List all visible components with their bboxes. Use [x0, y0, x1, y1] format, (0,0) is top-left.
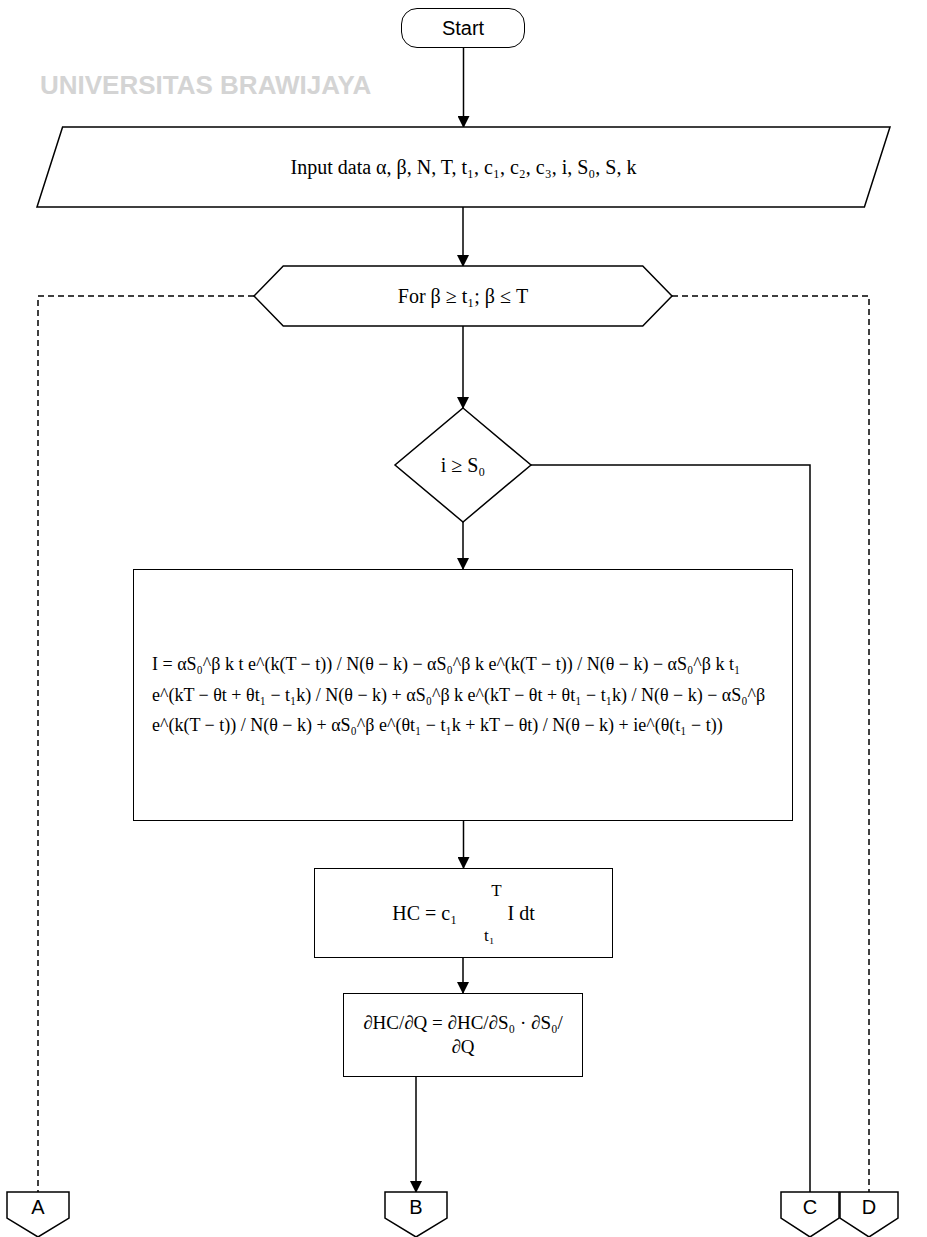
node-content: I = αS₀^β k t e^(k(T − t)) / N(θ − k) − … — [152, 649, 774, 741]
node-content: For β ≥ t₁; β ≤ T — [294, 284, 632, 309]
flow-arrow — [462, 207, 464, 266]
node-text: i ≥ S₀ — [423, 453, 503, 478]
start-terminal: Start — [401, 8, 525, 48]
node-text: Input data α, β, N, T, t₁, c₁, c₂, c₃, i… — [87, 155, 840, 180]
node-content: A — [7, 1195, 69, 1220]
process-box: HC = c₁ Tt₁ I dt — [314, 868, 613, 958]
offpage-connector: D — [840, 1192, 898, 1237]
input-parallelogram-shape — [37, 127, 890, 207]
process-box: ∂HC/∂Q = ∂HC/∂S₀ · ∂S₀/∂Q — [343, 993, 583, 1077]
node-content: ∂HC/∂Q = ∂HC/∂S₀ · ∂S₀/∂Q — [356, 1011, 570, 1059]
node-content: HC = c₁ Tt₁ I dt — [329, 880, 598, 946]
node-content: Start — [412, 16, 514, 41]
node-content: B — [385, 1195, 447, 1220]
connector-letter: D — [840, 1195, 898, 1220]
node-content: D — [840, 1195, 898, 1220]
formula-text: I dt — [508, 901, 535, 926]
offpage-connector: B — [385, 1192, 447, 1237]
flow-arrow — [463, 48, 465, 127]
input-parallelogram: Input data α, β, N, T, t₁, c₁, c₂, c₃, i… — [37, 127, 890, 207]
integral-upper-limit: T — [491, 880, 501, 901]
node-text: Start — [412, 16, 514, 41]
node-text: ∂HC/∂Q = ∂HC/∂S₀ · ∂S₀/∂Q — [356, 1011, 570, 1059]
connector-letter: B — [385, 1195, 447, 1220]
node-text: For β ≥ t₁; β ≤ T — [294, 284, 632, 309]
offpage-connector-shape — [385, 1192, 447, 1237]
offpage-connector-shape — [781, 1192, 839, 1237]
process-box: I = αS₀^β k t e^(k(T − t)) / N(θ − k) − … — [133, 569, 793, 821]
node-content: C — [781, 1195, 839, 1220]
node-content: i ≥ S₀ — [423, 453, 503, 478]
flow-arrow — [462, 326, 464, 408]
integral-lower-limit: t₁ — [477, 925, 501, 946]
offpage-connector: A — [7, 1192, 69, 1237]
flow-arrow — [415, 1077, 417, 1192]
decision-diamond-shape — [395, 408, 531, 522]
offpage-connector-shape — [840, 1192, 898, 1237]
flow-arrow — [462, 522, 464, 569]
flow-arrow — [462, 958, 464, 993]
flow-arrow — [463, 821, 465, 868]
offpage-connector: C — [781, 1192, 839, 1237]
loop-hexagon: For β ≥ t₁; β ≤ T — [254, 266, 672, 326]
formula-text: HC = c₁ — [392, 901, 457, 926]
node-text: I = αS₀^β k t e^(k(T − t)) / N(θ − k) − … — [152, 649, 774, 741]
watermark-text: UNIVERSITAS BRAWIJAYA — [40, 70, 371, 101]
connector-letter: A — [7, 1195, 69, 1220]
node-content: Input data α, β, N, T, t₁, c₁, c₂, c₃, i… — [87, 155, 840, 180]
integral-limits: Tt₁ — [477, 880, 501, 946]
offpage-connector-shape — [7, 1192, 69, 1237]
decision-diamond: i ≥ S₀ — [395, 408, 531, 522]
connector-letter: C — [781, 1195, 839, 1220]
loop-hexagon-shape — [254, 266, 672, 326]
